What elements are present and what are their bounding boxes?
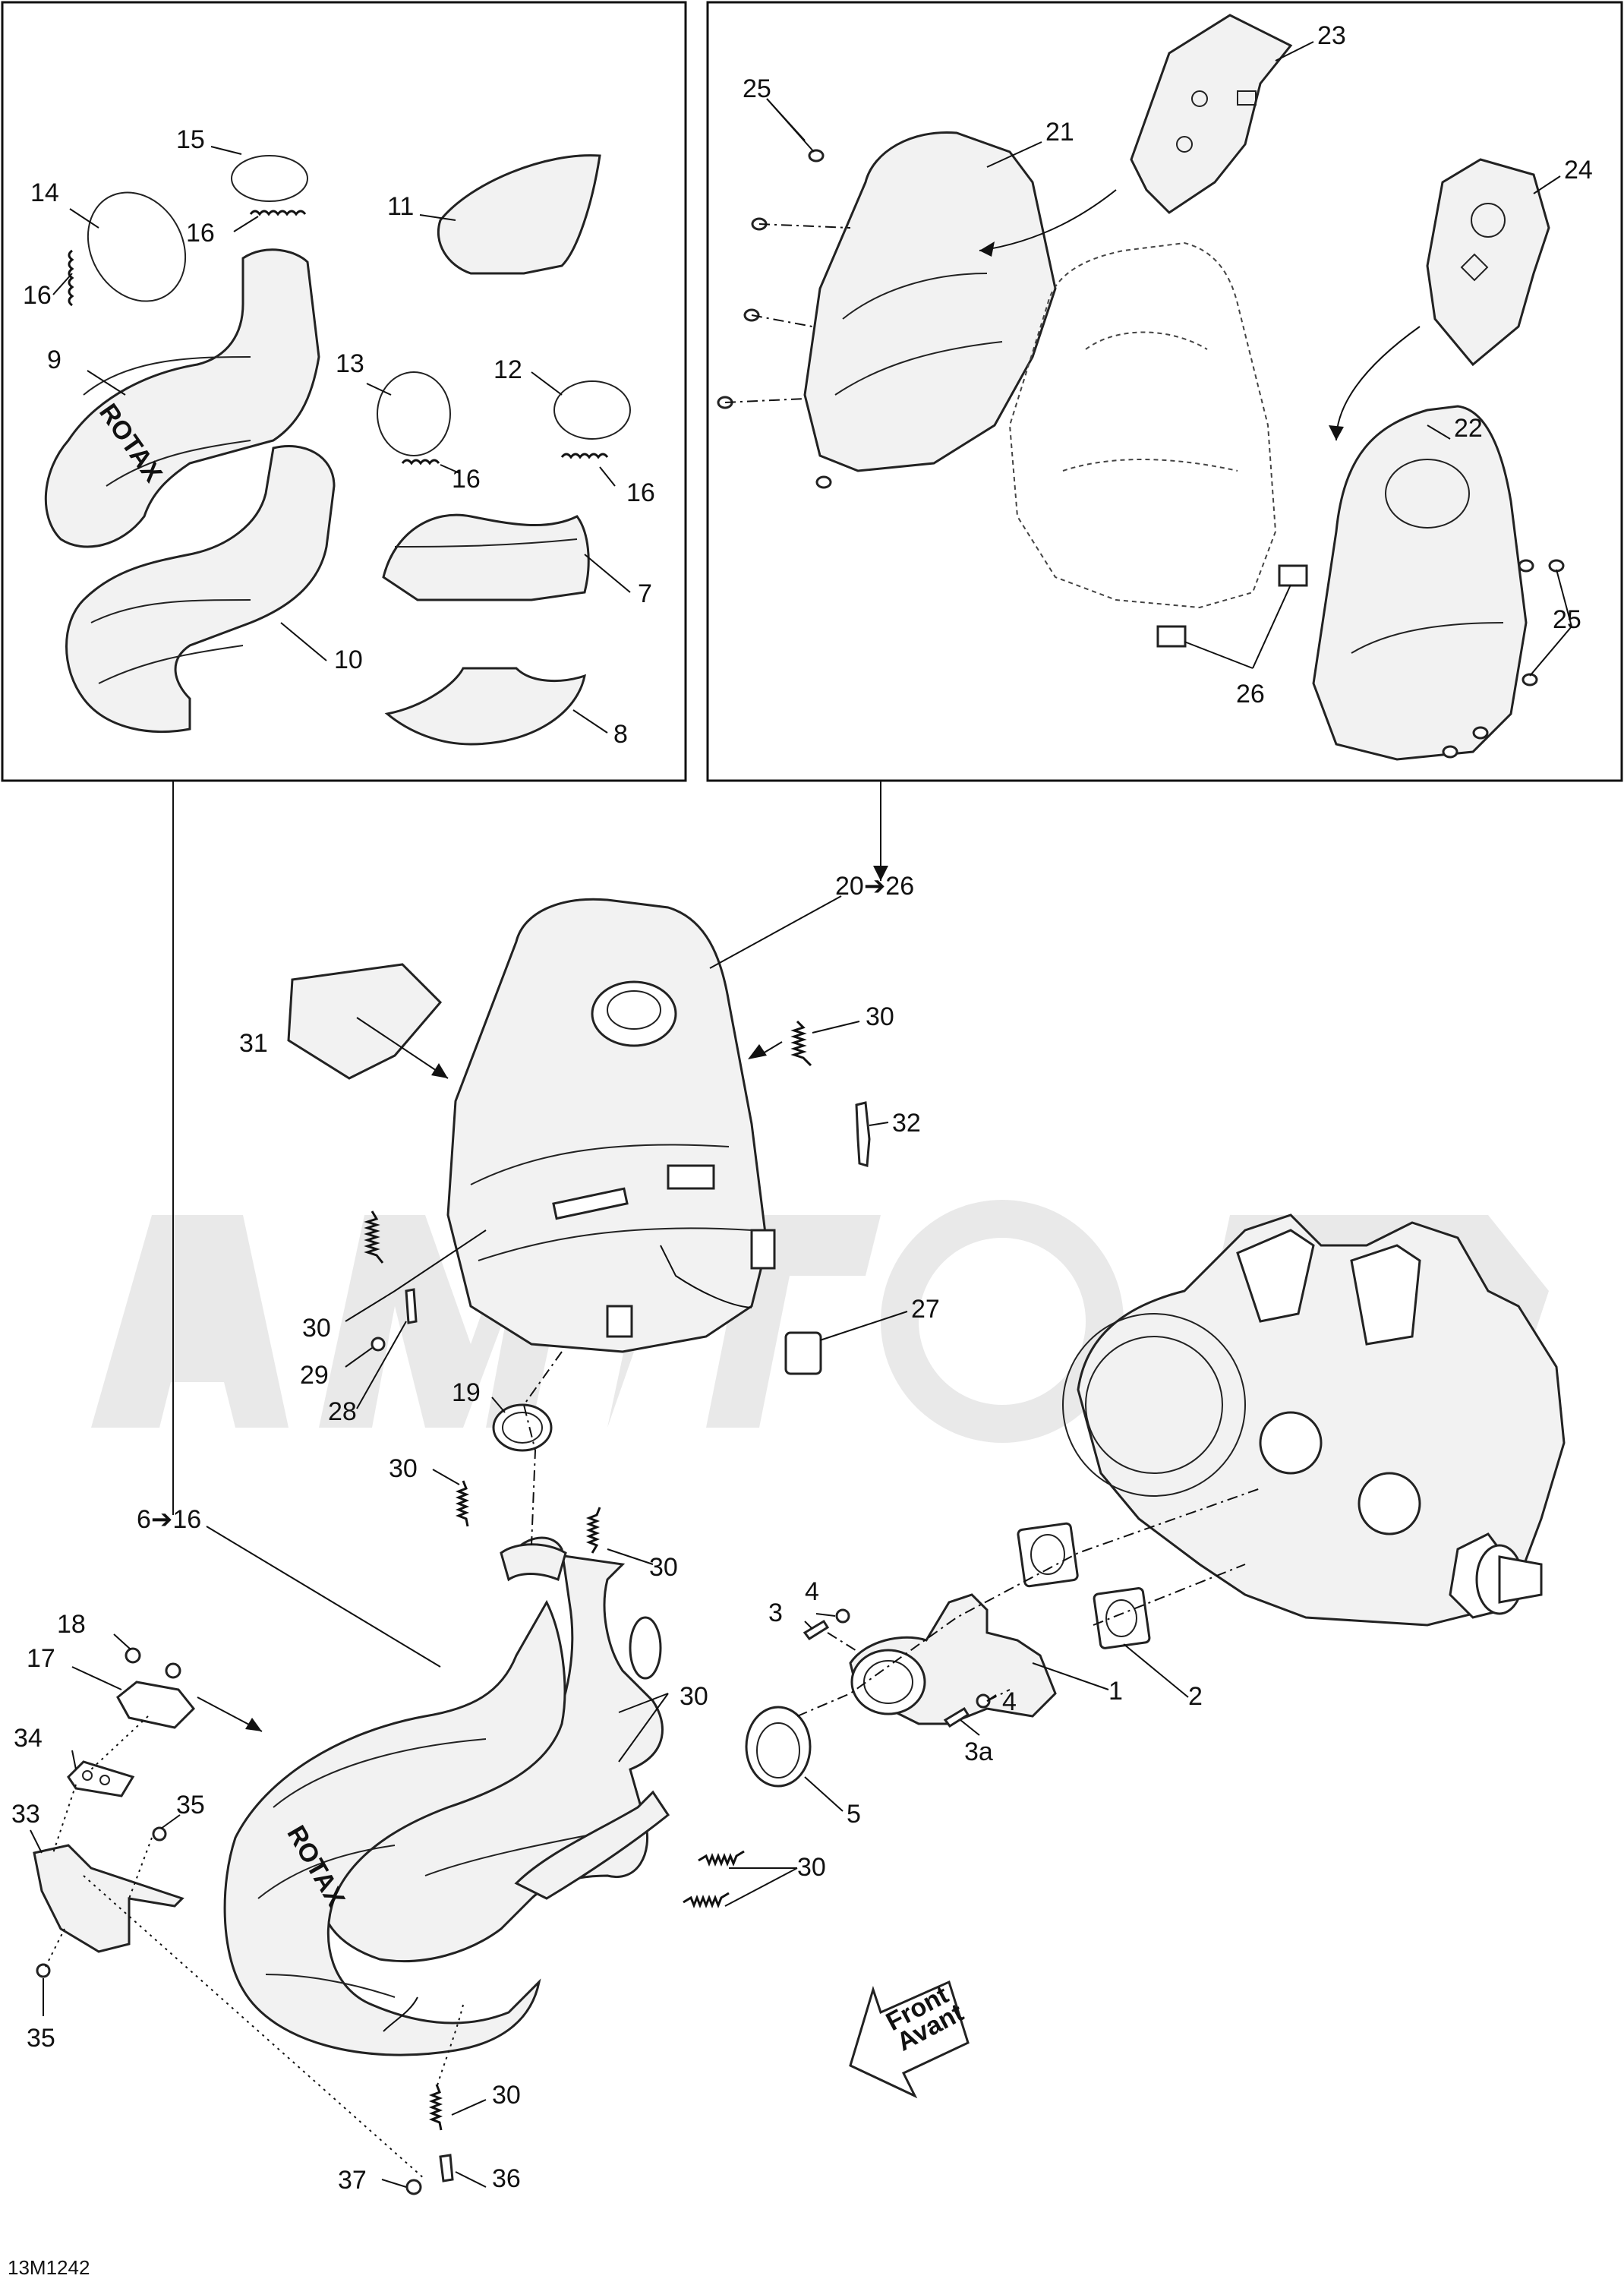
callout-22: 22	[1454, 414, 1483, 443]
front-direction-arrow	[849, 1980, 970, 2099]
callout-32: 32	[892, 1109, 921, 1138]
callout-11: 11	[387, 192, 414, 221]
callout-36: 36	[492, 2164, 521, 2193]
callout-15: 15	[176, 125, 205, 154]
callout-5: 5	[847, 1800, 861, 1829]
assembly-lines	[45, 1351, 1261, 2180]
detail-box-left	[1, 1, 687, 782]
right-box-parts	[717, 14, 1565, 761]
callout-8: 8	[613, 720, 628, 749]
detail-box-right	[706, 1, 1623, 782]
callout-35: 35	[176, 1791, 205, 1819]
callout-35: 35	[27, 2024, 55, 2053]
callout-12: 12	[494, 355, 522, 384]
callout-23: 23	[1317, 21, 1346, 50]
callout-27: 27	[911, 1295, 940, 1324]
callout-17: 17	[27, 1644, 55, 1673]
callout-31: 31	[239, 1029, 268, 1058]
callout-2: 2	[1188, 1682, 1203, 1711]
callout-labels: 15 16 14 16 11 9 10 13 16 12 16 7 8 25 2…	[11, 21, 1593, 2195]
callout-18: 18	[57, 1610, 86, 1639]
leader-lines	[30, 41, 1572, 2188]
callout-16: 16	[626, 478, 655, 507]
callout-30: 30	[389, 1454, 418, 1483]
callout-24: 24	[1564, 156, 1593, 185]
drawing-code: 13M1242	[8, 2256, 90, 2279]
callout-30: 30	[649, 1553, 678, 1582]
callout-20-26: 20➔26	[835, 872, 914, 901]
callout-4: 4	[1002, 1687, 1017, 1716]
callout-37: 37	[338, 2166, 367, 2195]
callout-33: 33	[11, 1800, 40, 1829]
callout-19: 19	[452, 1378, 481, 1407]
callout-1: 1	[1108, 1677, 1123, 1706]
callout-26: 26	[1236, 680, 1265, 709]
callout-16: 16	[186, 219, 215, 248]
left-box-parts: ROTAX	[44, 154, 631, 746]
callout-16: 16	[23, 281, 52, 310]
callout-7: 7	[638, 579, 652, 608]
callout-29: 29	[300, 1361, 329, 1390]
callout-14: 14	[30, 178, 59, 207]
callout-3a: 3a	[964, 1737, 993, 1766]
callout-6-16: 6➔16	[137, 1505, 201, 1534]
callout-21: 21	[1045, 118, 1074, 147]
callout-4: 4	[805, 1577, 819, 1606]
callout-30: 30	[492, 2081, 521, 2110]
callout-30: 30	[680, 1682, 708, 1711]
callout-30: 30	[797, 1853, 826, 1882]
callout-34: 34	[14, 1724, 43, 1753]
callout-25: 25	[743, 74, 771, 103]
callout-28: 28	[328, 1397, 357, 1426]
callout-30: 30	[302, 1314, 331, 1343]
callout-16: 16	[452, 465, 481, 494]
callout-25: 25	[1553, 605, 1581, 634]
callout-10: 10	[334, 645, 363, 674]
callout-13: 13	[336, 349, 364, 378]
callout-3: 3	[768, 1599, 783, 1627]
callout-30: 30	[866, 1002, 894, 1031]
main-view-parts: ROTAX	[33, 898, 1566, 2195]
callout-9: 9	[47, 346, 61, 374]
